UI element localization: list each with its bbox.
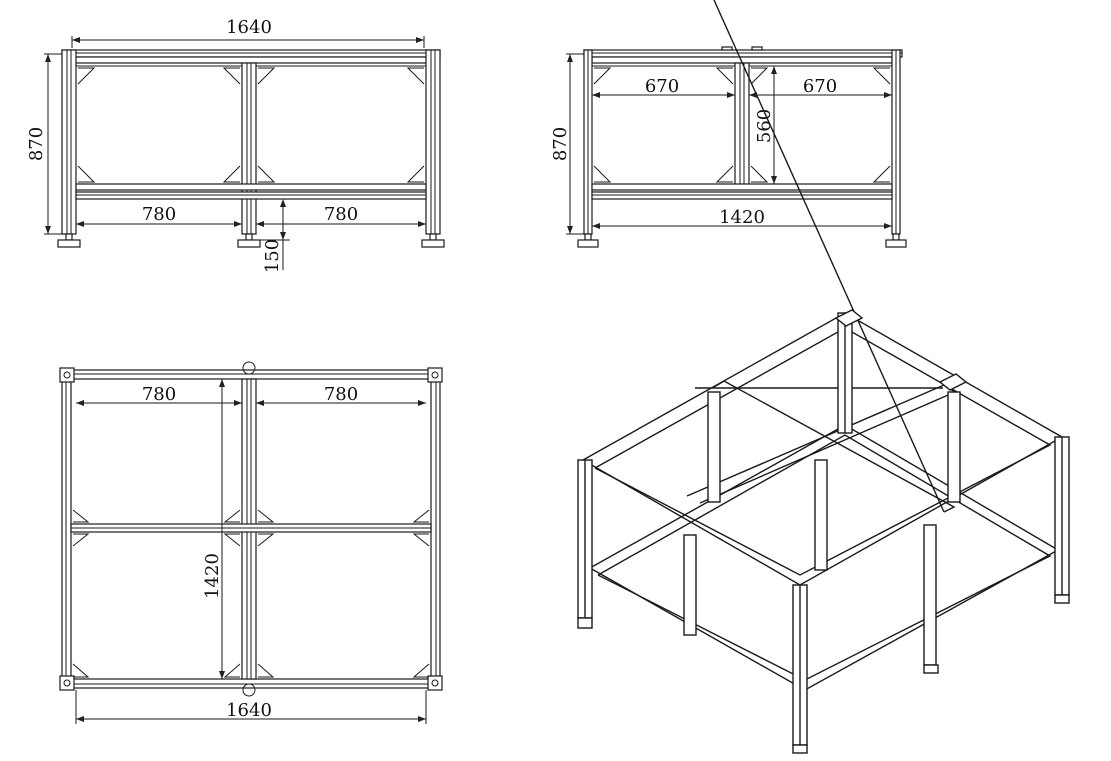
side-height-label: 870 (550, 127, 571, 161)
side-view: 870 670 670 560 1420 (550, 46, 907, 248)
top-bay-right-label: 780 (324, 384, 358, 405)
front-overall-width-label: 1640 (226, 17, 272, 38)
side-inner-height-label: 560 (754, 109, 775, 143)
front-bay-right-label: 780 (324, 204, 358, 225)
side-bay-left-label: 670 (645, 76, 679, 97)
front-view: 1640 870 780 780 150 (26, 17, 445, 273)
front-bay-left-label: 780 (142, 204, 176, 225)
front-height-label: 870 (26, 127, 47, 161)
front-foot-clearance-label: 150 (262, 239, 283, 273)
top-bay-left-label: 780 (142, 384, 176, 405)
isometric-view (577, 0, 1070, 754)
side-bay-right-label: 670 (803, 76, 837, 97)
top-view: 780 780 1420 1640 (59, 361, 443, 724)
side-depth-label: 1420 (719, 207, 765, 228)
top-overall-width-label: 1640 (226, 700, 272, 721)
top-depth-label: 1420 (202, 553, 223, 599)
